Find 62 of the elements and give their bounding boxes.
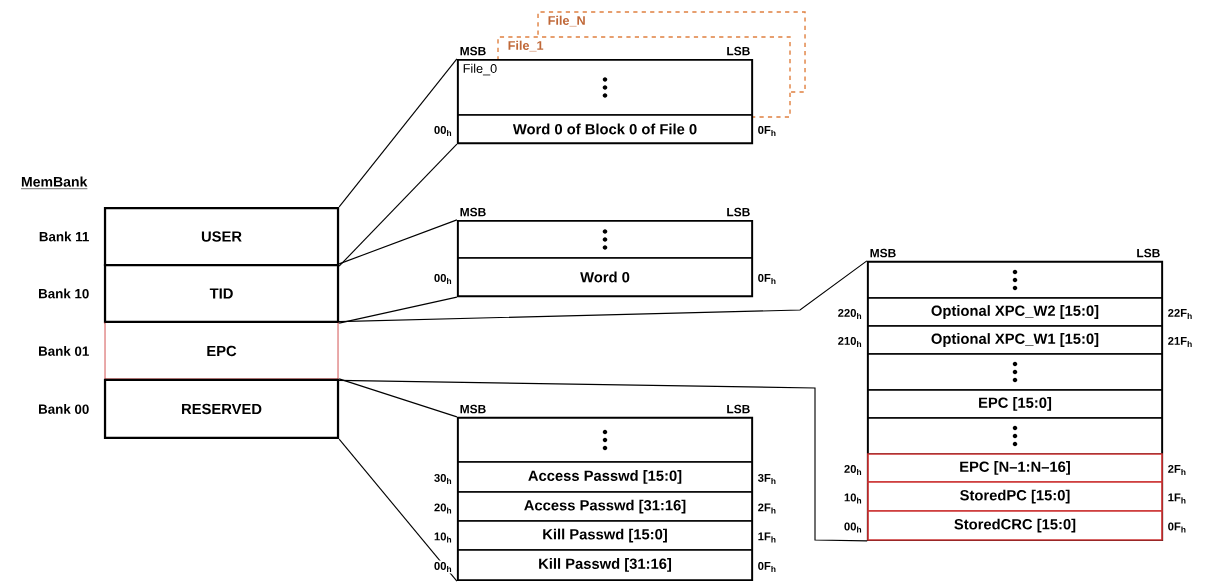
bank-box: USER [103,206,340,267]
bit-order-label: MSB [460,46,486,56]
address-label: 20$_{h}$ [432,502,454,515]
address-label: 1F$_{h}$ [756,531,779,544]
address-label: 2F$_{h}$ [1166,463,1189,477]
memory-row: StoredPC [15:0] [867,481,1163,512]
address-label: 21F$_{h}$ [1166,335,1195,349]
address-label: 2F$_{h}$ [756,502,779,515]
address-label: 0F$_{h}$ [756,272,779,286]
memory-row: StoredCRC [15:0] [867,510,1163,541]
address-label: 22F$_{h}$ [1166,307,1195,321]
connector-line [338,378,458,418]
memory-row [867,353,1163,391]
address-label: 30$_{h}$ [432,472,454,486]
memory-row: Optional XPC_W2 [15:0] [867,297,1163,327]
connector-line [338,438,458,582]
memory-row: Access Passwd [15:0] [457,461,753,493]
memory-row: EPC [15:0] [867,389,1163,419]
address-label: 10$_{h}$ [432,531,454,544]
memory-row [867,261,1163,299]
address-label: 00$_{h}$ [432,272,454,286]
memory-row: File_0 [457,59,753,116]
bank-box: RESERVED [103,378,340,440]
memory-row [867,417,1163,455]
bit-order-label: MSB [460,207,486,217]
bank-label: Bank 10 [39,288,89,299]
connector-line [337,379,868,542]
address-label: 1F$_{h}$ [1166,492,1189,505]
connector-line [338,296,458,324]
bank-box: EPC [104,320,339,382]
address-label: 0F$_{h}$ [1166,521,1189,534]
memory-row: Kill Passwd [15:0] [457,520,753,551]
address-label: 0F$_{h}$ [756,124,779,138]
address-label: 0F$_{h}$ [756,560,779,574]
address-label: 20$_{h}$ [842,463,864,477]
connector-line [338,58,458,208]
address-label: 220$_{h}$ [836,307,864,321]
bit-order-label: MSB [460,404,486,414]
memory-row: Word 0 of Block 0 of File 0 [457,114,753,144]
address-label: 10$_{h}$ [842,492,864,505]
memory-row: Access Passwd [31:16] [457,491,753,522]
address-label: 00$_{h}$ [432,560,454,574]
address-label: 3F$_{h}$ [756,472,779,486]
connector-line [337,260,868,323]
memory-row: EPC [N–1:N–16] [867,453,1163,483]
connector-line [338,143,458,267]
bit-order-label: MSB [870,248,896,258]
address-label: 00$_{h}$ [842,521,864,534]
memory-row: Kill Passwd [31:16] [457,549,753,581]
address-label: 00$_{h}$ [432,124,454,138]
memory-row: Optional XPC_W1 [15:0] [867,325,1163,355]
bit-order-label: LSB [727,46,750,56]
bank-label: Bank 11 [39,231,89,242]
memory-row: Word 0 [457,257,753,297]
bank-box: TID [103,263,340,324]
heading: MemBank [20,176,88,189]
memory-row [457,417,753,463]
address-label: 210$_{h}$ [836,335,864,349]
bank-label: Bank 00 [39,404,89,414]
connector-line [338,219,458,265]
memory-row [457,220,753,259]
bank-label: Bank 01 [39,346,89,356]
